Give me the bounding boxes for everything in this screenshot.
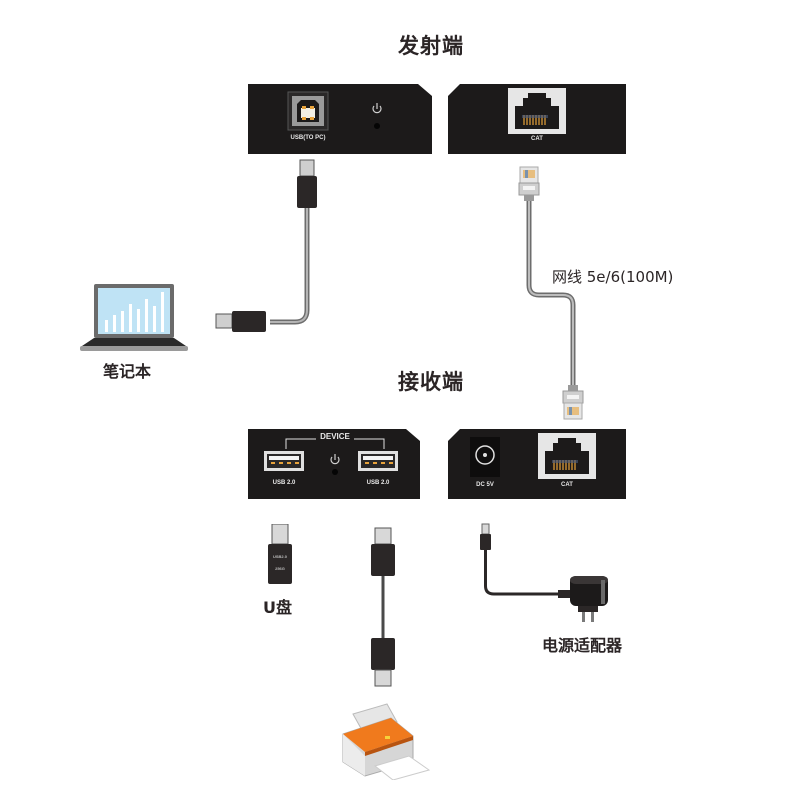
usb-to-pc-label: USB(TO PC): [290, 135, 326, 141]
usb-b-port-icon: [297, 100, 319, 122]
usb-cable: [215, 159, 317, 332]
usb-connector-top-icon: [371, 527, 395, 576]
led-indicator: [332, 469, 338, 475]
usb-drive-icon: USB2.0 256G: [266, 524, 296, 586]
usb-connector-bottom-icon: [371, 638, 395, 687]
transmitter-title: 发射端: [398, 34, 464, 58]
network-cable-label: 网线 5e/6(100M): [552, 268, 674, 286]
power-icon: [330, 454, 340, 465]
receiver-cat-unit-body: [448, 429, 626, 499]
cat-port-label: CAT: [531, 136, 543, 142]
dc-jack-icon: [470, 437, 500, 477]
laptop-label: 笔记本: [103, 362, 152, 381]
led-indicator: [374, 123, 380, 129]
network-cable: [518, 166, 584, 420]
laptop-icon: [80, 282, 190, 352]
usb-drive-text-1: USB2.0: [272, 554, 287, 559]
usb-connector-top-icon: [297, 159, 317, 208]
power-adapter-icon: [480, 523, 608, 622]
usb-left-label: USB 2.0: [272, 480, 296, 486]
receiver-cat-unit: DC 5V CAT: [448, 429, 626, 499]
rj45-plug-top-icon: [518, 166, 540, 201]
device-bracket: [285, 438, 385, 449]
usb-drive-label: U盘: [263, 598, 292, 617]
usb-a-port-left-icon: [264, 451, 304, 471]
usb-right-label: USB 2.0: [366, 480, 390, 486]
transmitter-cat-unit: CAT: [448, 84, 626, 154]
rj45-port-icon: [545, 438, 589, 474]
printer-cable: [371, 527, 395, 687]
dc-5v-label: DC 5V: [476, 482, 494, 488]
printer-icon: [335, 700, 435, 780]
device-label: DEVICE: [320, 432, 350, 441]
receiver-title: 接收端: [398, 370, 464, 394]
usb-a-port-right-icon: [358, 451, 398, 471]
receiver-usb-unit-body: [248, 429, 420, 499]
usb-drive-text-2: 256G: [275, 566, 285, 571]
receiver-usb-unit: DEVICE USB 2.0 USB 2.0: [248, 429, 420, 499]
transmitter-usb-unit: USB(TO PC): [248, 84, 432, 154]
power-icon: [372, 103, 382, 114]
transmitter-usb-unit-body: [248, 84, 432, 154]
transmitter-cat-unit-body: [448, 84, 626, 154]
cat-port-label: CAT: [561, 482, 573, 488]
rj45-plug-bottom-icon: [562, 385, 584, 420]
power-adapter-label: 电源适配器: [542, 636, 623, 655]
usb-connector-side-icon: [215, 311, 266, 332]
rj45-port-icon: [515, 93, 559, 129]
